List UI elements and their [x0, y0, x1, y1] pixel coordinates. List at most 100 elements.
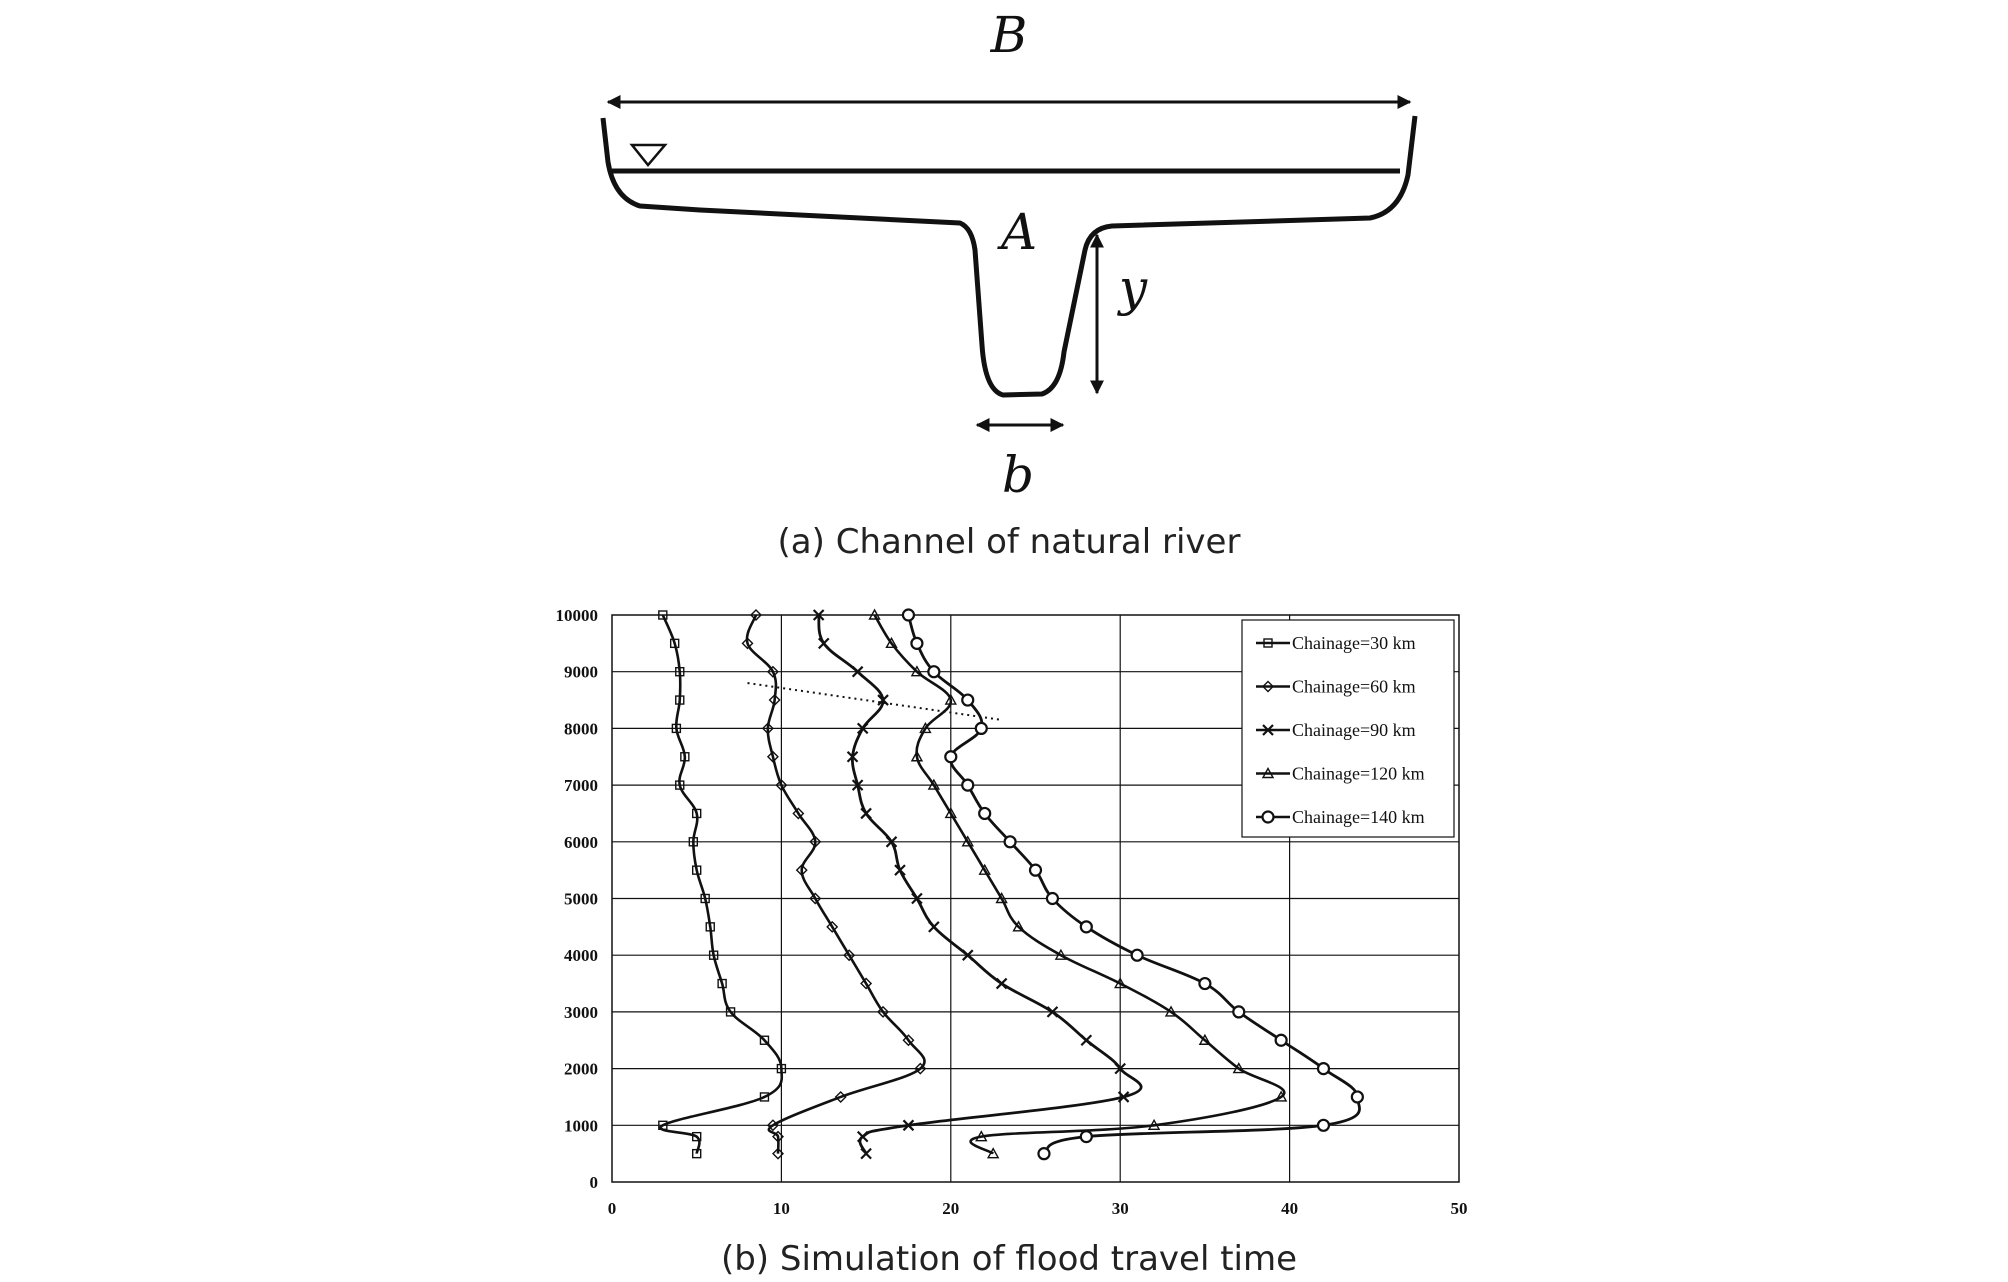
legend-swatch-marker — [1262, 724, 1274, 736]
data-point — [974, 721, 988, 736]
data-point — [741, 637, 754, 650]
data-point — [1274, 1090, 1288, 1102]
data-point — [675, 667, 685, 677]
data-point — [692, 808, 702, 819]
y-tick-label: 7000 — [564, 776, 598, 795]
series-1 — [658, 610, 787, 1159]
channel-diagram: B A y b (a) Channel of natural river — [600, 6, 1418, 562]
data-point — [1117, 1091, 1130, 1103]
y-tick-label: 10000 — [556, 606, 599, 625]
data-point — [877, 694, 889, 706]
data-point — [658, 1120, 668, 1131]
data-point — [885, 636, 898, 649]
data-point — [910, 636, 924, 650]
data-point — [914, 1062, 927, 1075]
data-point — [688, 837, 699, 847]
legend-swatch-marker — [1261, 810, 1275, 824]
legend-swatch-marker — [1262, 680, 1274, 693]
y-tick-label: 5000 — [564, 890, 598, 909]
legend-item: Chainage=30 km — [1256, 633, 1416, 653]
series-3 — [812, 609, 1143, 1160]
y-tick-label: 0 — [590, 1173, 599, 1192]
data-point — [1198, 976, 1212, 991]
data-point — [671, 723, 682, 734]
data-point — [1054, 948, 1068, 960]
series-4 — [868, 608, 1288, 1159]
legend-label: Chainage=90 km — [1292, 720, 1416, 740]
data-point — [986, 1147, 1000, 1159]
data-point — [894, 864, 906, 876]
data-point — [692, 865, 702, 875]
data-point — [1079, 920, 1093, 934]
data-point — [692, 1131, 702, 1142]
data-point — [860, 1147, 872, 1160]
data-point — [725, 1007, 736, 1017]
data-point — [1232, 1005, 1246, 1019]
data-point — [776, 1063, 787, 1074]
data-point — [759, 1092, 770, 1102]
legend-label: Chainage=60 km — [1292, 677, 1416, 697]
data-point — [761, 722, 774, 735]
data-point — [705, 922, 715, 932]
data-point — [961, 778, 975, 792]
y-tick-label: 1000 — [564, 1116, 598, 1135]
data-point — [766, 750, 779, 763]
data-point — [927, 778, 941, 790]
data-point — [843, 949, 856, 962]
data-point — [978, 806, 992, 821]
y-tick-label: 8000 — [564, 719, 598, 738]
y-tick-label: 6000 — [564, 833, 598, 852]
data-point — [1350, 1090, 1364, 1104]
y-tick-label: 4000 — [564, 946, 598, 965]
y-tick-label: 2000 — [564, 1060, 598, 1079]
data-point — [1164, 1005, 1178, 1017]
data-point — [700, 893, 710, 904]
data-point — [944, 750, 958, 764]
series-line — [817, 614, 1143, 1155]
data-point — [792, 807, 805, 820]
data-point — [911, 892, 923, 905]
data-point — [919, 721, 932, 734]
data-point — [766, 1119, 779, 1132]
data-point — [766, 665, 779, 678]
data-point — [1316, 1061, 1331, 1076]
data-point — [944, 807, 957, 819]
data-point — [772, 1130, 785, 1143]
x-tick-label: 20 — [942, 1199, 959, 1218]
series-line — [745, 614, 926, 1154]
data-point — [910, 665, 924, 677]
data-point — [1045, 891, 1060, 906]
data-point — [961, 693, 975, 707]
data-point — [846, 750, 859, 763]
label-A: A — [997, 203, 1037, 261]
label-B: B — [990, 6, 1028, 64]
x-tick-label: 40 — [1281, 1199, 1298, 1218]
data-point — [817, 637, 830, 650]
data-point — [851, 665, 864, 678]
data-point — [995, 892, 1008, 904]
data-point — [1028, 863, 1043, 877]
series-5 — [901, 608, 1364, 1161]
data-point — [675, 695, 685, 705]
data-point — [961, 835, 974, 847]
data-point — [1012, 920, 1025, 932]
data-point — [1114, 977, 1127, 989]
data-point — [750, 609, 762, 621]
legend: Chainage=30 km Chainage=60 km Chainage=90 … — [1241, 619, 1455, 838]
data-point — [1079, 1130, 1093, 1144]
series-line — [907, 614, 1361, 1155]
data-point — [775, 779, 788, 792]
series-line — [659, 614, 784, 1154]
data-point — [944, 693, 957, 705]
data-point — [809, 892, 822, 905]
channel-bed — [600, 115, 1418, 398]
data-point — [675, 780, 685, 790]
legend-swatch-marker — [1261, 767, 1275, 779]
data-point — [851, 779, 864, 791]
dotted-trend-line — [747, 682, 1002, 721]
data-point — [680, 752, 690, 762]
x-tick-label: 0 — [608, 1199, 617, 1218]
legend-box — [1241, 619, 1455, 838]
data-point — [856, 1130, 869, 1143]
